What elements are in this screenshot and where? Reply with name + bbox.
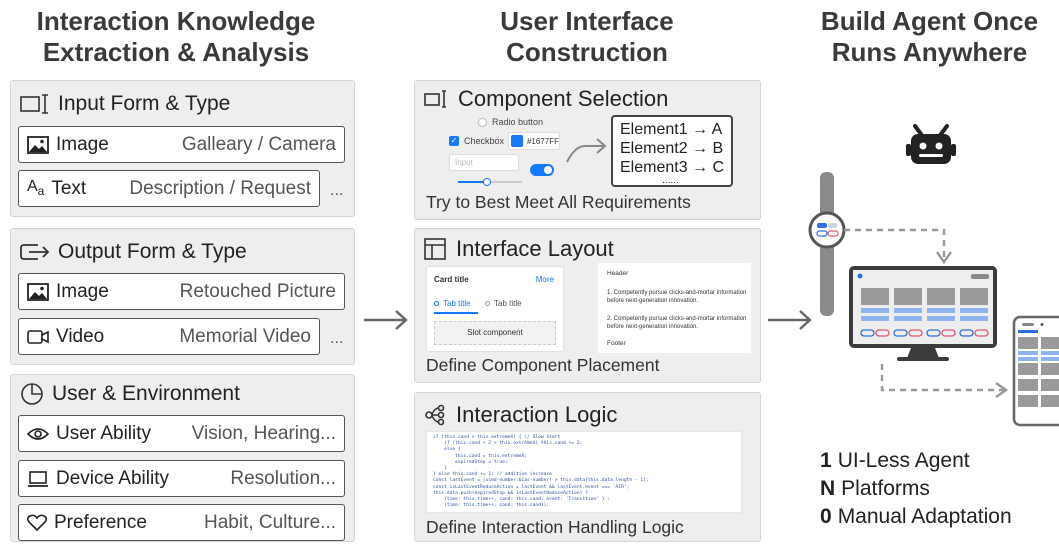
output-image-row: Image Retouched Picture [18,273,345,310]
list-mockup: Header 1. Competently pursue clicks-and-… [597,262,752,354]
radio-option[interactable]: Radio button [478,117,543,127]
output-video-value: Memorial Video [179,325,311,347]
tab-2[interactable]: Tab title [485,299,522,308]
preference-row: Preference Habit, Culture... [18,504,345,541]
phone-icon [1012,315,1059,427]
image-icon [27,282,49,301]
dashed-arrow-to-phone [880,364,1009,398]
output-arrow-icon [20,244,50,260]
robot-icon [906,124,956,164]
code-snippet: if (this.cand > this.extremeX) { // Slow… [426,431,742,513]
laptop-icon [28,470,48,487]
toggle-switch[interactable] [530,164,554,176]
left-column-title: Interaction Knowledge Extraction & Analy… [0,6,352,68]
image-icon [27,135,49,154]
pie-chart-icon [21,383,43,405]
video-icon [27,329,49,344]
input-more-dots: ... [330,182,344,199]
selection-arrow [566,138,607,163]
component-selection-caption: Try to Best Meet All Requirements [426,192,691,212]
list-item-1: 1. Competently pursue clicks-and-mortar … [607,290,747,304]
eye-icon [27,427,49,440]
text-icon: Aa [27,178,45,199]
list-header: Header [607,270,629,277]
element-mapping-box: Element1 → A Element2 → B Element3 → C .… [611,115,733,187]
mid-title-line1: User Interface [500,6,674,36]
card-mockup: Card title More Tab title Tab title Slot… [426,266,564,352]
color-picker[interactable]: #1677FF [508,132,560,150]
user-env-title: User & Environment [20,382,240,406]
device-ability-value: Resolution... [230,467,336,489]
output-form-title: Output Form & Type [20,240,247,264]
input-cursor-icon [20,94,48,114]
layout-icon [424,238,446,260]
monitor-icon [849,266,997,361]
mid-title-line2: Construction [506,37,668,67]
input-image-row: Image Galleary / Camera [18,126,345,163]
user-ability-value: Vision, Hearing... [191,422,336,444]
color-swatch [511,135,523,147]
slot-component: Slot component [434,321,556,345]
output-more-dots: ... [330,330,344,347]
tab-1[interactable]: Tab title [434,299,471,308]
element-mapping-1: Element1 → A [620,121,723,138]
device-ability-row: Device Ability Resolution... [18,460,345,497]
output-video-row: Video Memorial Video [18,318,320,355]
output-image-value: Retouched Picture [179,280,336,302]
left-title-line2: Extraction & Analysis [42,37,310,67]
heart-icon [27,514,47,531]
right-title-line1: Build Agent Once [820,6,1039,36]
interface-layout-title: Interface Layout [424,236,614,262]
slider[interactable] [458,178,522,186]
right-column-title: Build Agent Once Runs Anywhere [800,6,1059,68]
sample-input[interactable]: Input [449,154,519,171]
input-form-title: Input Form & Type [20,92,230,116]
checkbox-option[interactable]: ✓ Checkbox [449,136,505,146]
element-mapping-more: ...... [662,175,679,186]
dashed-arrow-to-monitor [844,228,952,265]
arrow-left-to-middle [364,310,408,330]
interaction-logic-caption: Define Interaction Handling Logic [426,517,684,537]
element-mapping-2: Element2 → B [620,140,724,157]
component-icon [424,90,446,108]
list-footer: Footer [607,340,626,347]
interaction-logic-title: Interaction Logic [424,402,617,428]
interface-layout-caption: Define Component Placement [426,355,660,375]
left-title-line1: Interaction Knowledge [36,6,316,36]
card-title: Card title [434,275,469,284]
arrow-middle-to-right [768,310,812,330]
right-title-line2: Runs Anywhere [831,37,1028,67]
card-more-link[interactable]: More [535,275,554,284]
preference-value: Habit, Culture... [204,511,336,533]
middle-column-title: User Interface Construction [412,6,762,68]
input-text-value: Description / Request [129,177,311,199]
user-ability-row: User Ability Vision, Hearing... [18,415,345,452]
component-selection-title: Component Selection [424,86,668,112]
radio-icon [478,117,487,127]
input-image-value: Galleary / Camera [181,133,336,155]
list-item-2: 2. Competently pursue clicks-and-mortar … [607,316,747,330]
element-mapping-3: Element3 → C [620,159,725,176]
checkbox-icon: ✓ [449,136,459,146]
flow-icon [425,404,445,426]
